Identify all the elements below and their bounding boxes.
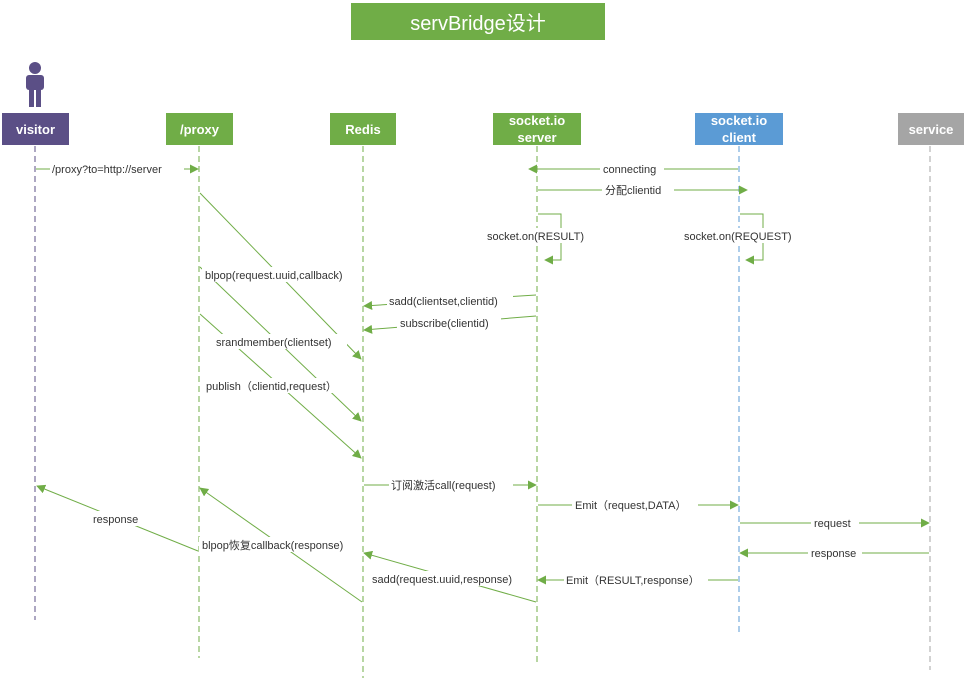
- label-assign-clientid: 分配clientid: [605, 184, 661, 197]
- actor-service: service: [898, 113, 964, 145]
- actor-visitor: visitor: [2, 113, 69, 145]
- actor-socketio-server: socket.io server: [493, 113, 581, 145]
- message-labels: /proxy?to=http://server connecting 分配cli…: [50, 161, 862, 587]
- label-sadd-clientset: sadd(clientset,clientid): [389, 296, 498, 308]
- label-publish: publish（clientid,request）: [206, 380, 337, 393]
- actor-redis: Redis: [330, 113, 396, 145]
- label-service-response: response: [811, 548, 856, 560]
- actor-socketio-client: socket.io client: [695, 113, 783, 145]
- label-subscribe: subscribe(clientid): [400, 318, 489, 330]
- label-emit-result: Emit（RESULT,response）: [566, 574, 700, 587]
- label-blpop-request: blpop(request.uuid,callback): [205, 270, 343, 282]
- message-arrows: [36, 164, 930, 603]
- actor-proxy: /proxy: [166, 113, 233, 145]
- lifelines: [34, 146, 931, 678]
- label-sadd-response: sadd(request.uuid,response): [372, 574, 512, 586]
- label-client-on-request: socket.on(REQUEST): [684, 231, 792, 243]
- label-srandmember: srandmember(clientset): [216, 337, 332, 349]
- label-connecting: connecting: [603, 164, 656, 176]
- person-icon: [26, 62, 44, 107]
- label-visitor-response: response: [93, 514, 138, 526]
- label-service-request: request: [814, 518, 851, 530]
- label-blpop-callback: blpop恢复callback(response): [202, 538, 343, 552]
- label-server-on-result: socket.on(RESULT): [487, 231, 584, 243]
- label-proxy-request: /proxy?to=http://server: [52, 164, 162, 176]
- label-emit-request: Emit（request,DATA）: [575, 499, 686, 512]
- label-subscribe-activate: 订阅激活call(request): [391, 478, 496, 492]
- diagram-title: servBridge设计: [351, 3, 605, 40]
